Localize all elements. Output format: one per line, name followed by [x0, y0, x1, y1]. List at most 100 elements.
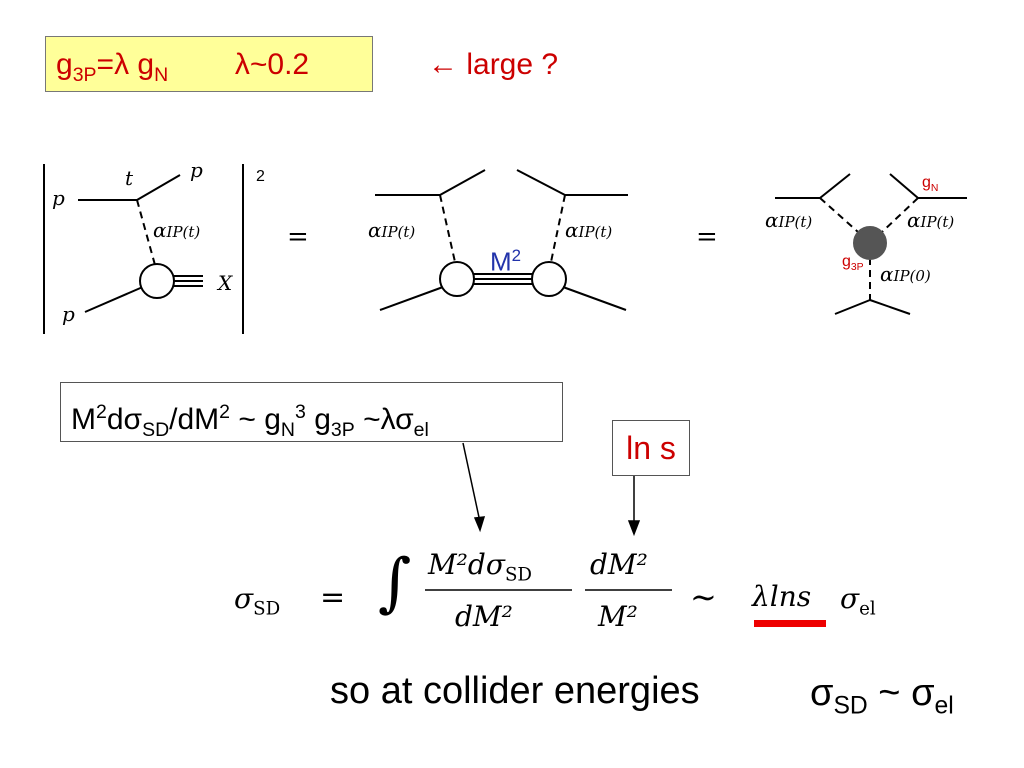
sub-el: el: [413, 419, 429, 441]
text-dm: /dM: [169, 403, 220, 436]
bottom-right-line: [869, 299, 911, 315]
alpha-symbol: α: [765, 208, 779, 232]
fraction2-numerator: dM²: [590, 548, 648, 581]
sub-n: N: [280, 419, 295, 441]
sigma-symbol: σ: [810, 672, 834, 714]
sub-sd: SD: [142, 419, 170, 441]
coupling-box: g3P=λ gN λ~0.2: [45, 36, 373, 92]
left-proton-out: [819, 173, 851, 199]
arrow-to-integrand: [462, 442, 481, 523]
left-bottom-line: [379, 286, 444, 311]
large-note: ← large ?: [428, 48, 558, 82]
sub-3p: 3P: [330, 419, 355, 441]
proton-out-line: [136, 174, 181, 201]
integral-lhs: σSD: [234, 582, 280, 620]
right-blob: [531, 261, 567, 297]
label-alpha-t-5: αIP(t): [907, 208, 954, 232]
lambda-relation: =λ g: [96, 48, 155, 81]
conclusion-formula: σSD ~ σel: [810, 672, 954, 721]
el-subscript: el: [859, 598, 876, 620]
label-p-top: p: [52, 186, 65, 210]
text-g: g: [305, 403, 331, 436]
num1-text: M²dσ: [428, 548, 505, 581]
sup-2b: 2: [219, 401, 231, 423]
integral-equals: =: [320, 580, 346, 615]
alpha-argument: IP(t): [166, 223, 201, 241]
alpha-symbol: α: [565, 218, 579, 242]
label-g3p: g3P: [842, 253, 864, 273]
label-alpha-t-4: αIP(t): [765, 208, 812, 232]
bottom-left-line: [834, 299, 871, 315]
label-t: t: [125, 166, 134, 190]
alpha-argument: IP(t): [778, 213, 813, 231]
arrowhead-integrand: [473, 516, 486, 533]
left-pomeron-line: [439, 194, 456, 263]
fraction2-denominator: M²: [598, 600, 638, 633]
label-alpha-t-1: αIP(t): [153, 218, 200, 242]
sup-3: 3: [295, 401, 306, 423]
square-exponent: 2: [256, 168, 265, 185]
left-arrow-icon: ←: [428, 48, 458, 81]
g-symbol: g: [922, 174, 931, 191]
fraction1-numerator: M²dσSD: [428, 548, 532, 586]
label-alpha-t-3: αIP(t): [565, 218, 612, 242]
lns-underline: [754, 620, 826, 627]
text-sim-g: ~ g: [230, 403, 281, 436]
left-proton-out: [439, 169, 486, 196]
n-subscript: N: [154, 64, 169, 86]
left-pomeron-line: [819, 197, 859, 233]
fraction1-denominator: dM²: [455, 600, 513, 633]
right-pomeron-line: [881, 197, 919, 233]
ln-s-box: ln s: [612, 420, 690, 476]
right-proton-out: [516, 169, 566, 196]
alpha-argument: IP(t): [578, 223, 613, 241]
conclusion-text: so at collider energies: [330, 670, 700, 712]
arrowhead-dm2: [627, 520, 641, 537]
alpha-symbol: α: [880, 262, 894, 286]
lambda-value: λ~0.2: [234, 48, 310, 81]
text-dsigma: dσ: [106, 403, 143, 436]
right-bottom-line: [562, 286, 627, 311]
diagram-single-diffraction: [43, 164, 244, 334]
g-symbol: g: [56, 48, 73, 81]
alpha-argument: IP(t): [920, 213, 955, 231]
annotation-arrows: [462, 442, 641, 537]
equals-2: =: [696, 222, 718, 252]
3p-subscript: 3P: [850, 262, 864, 274]
right-pomeron-line: [550, 194, 566, 263]
el-subscript: el: [934, 692, 954, 720]
n-subscript: N: [930, 183, 939, 195]
label-alpha-t-2: αIP(t): [368, 218, 415, 242]
label-x: X: [218, 271, 233, 295]
large-question: large ?: [466, 48, 559, 81]
alpha-symbol: α: [153, 218, 167, 242]
sigma-el: σel: [840, 582, 876, 620]
proton-in-bottom-line: [84, 285, 146, 313]
label-p-right: p: [190, 158, 203, 182]
integral-sign: ∫: [378, 546, 412, 620]
triple-pomeron-vertex: [853, 226, 887, 260]
sd-subscript: SD: [253, 598, 281, 620]
lambda-ln-s: λlns: [752, 580, 812, 613]
left-blob: [439, 261, 475, 297]
alpha-symbol: α: [368, 218, 382, 242]
g-symbol: g: [842, 253, 851, 270]
sd-subscript: SD: [833, 692, 868, 720]
text-m: M: [71, 403, 96, 436]
alpha-argument: IP(0): [893, 267, 931, 285]
diagram-cut-amplitude: [375, 169, 628, 311]
alpha-symbol: α: [907, 208, 921, 232]
sigma-symbol-2: σ: [911, 672, 935, 714]
label-p-bottom: p: [62, 302, 75, 326]
sup-2: 2: [96, 401, 107, 423]
label-gn: gN: [922, 174, 938, 194]
equals-1: =: [287, 222, 309, 252]
m-superscript: 2: [511, 246, 522, 265]
alpha-argument: IP(t): [381, 223, 416, 241]
label-m2: M2: [490, 246, 521, 278]
sim-symbol: ∼: [690, 578, 717, 616]
tilde: ~: [867, 672, 912, 714]
diagram-triple-pomeron: [775, 173, 967, 315]
label-alpha-zero: αIP(0): [880, 262, 931, 286]
right-proton-out: [889, 173, 919, 199]
